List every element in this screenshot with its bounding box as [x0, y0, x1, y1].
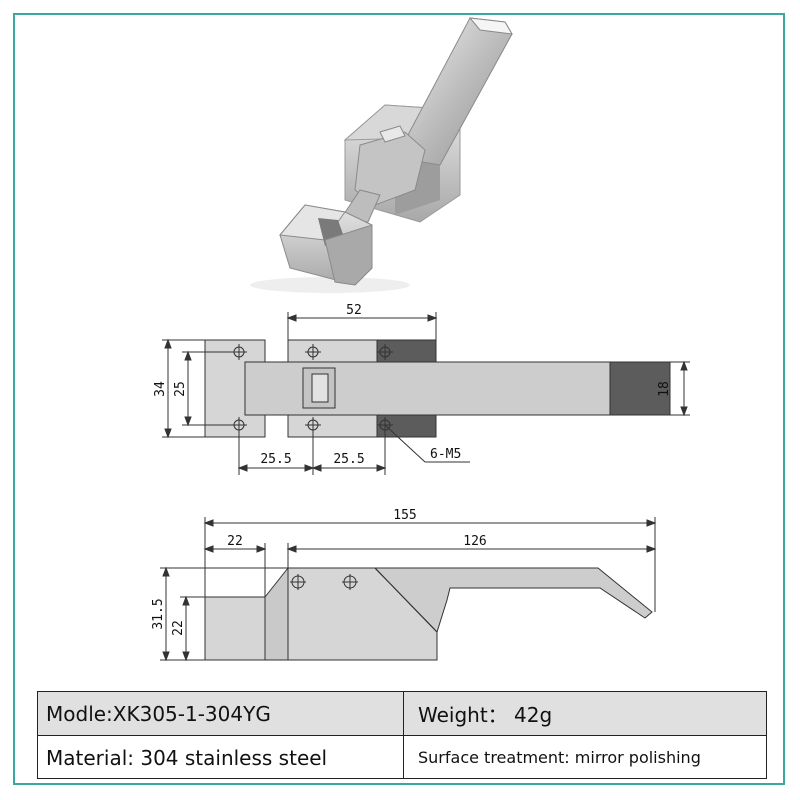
dim-handle-length: 126: [463, 534, 486, 549]
spec-table: Modle:XK305-1-304YG Weight： 42g Material…: [37, 691, 767, 779]
dim-spacing-left: 25.5: [260, 452, 291, 467]
side-view-labels: 155 22 126 31.5 22: [151, 508, 487, 636]
spec-row-1: Modle:XK305-1-304YG Weight： 42g: [38, 692, 766, 736]
side-view-drawing: [160, 517, 657, 662]
product-photo: [250, 17, 513, 293]
spec-weight: Weight： 42g: [418, 703, 553, 727]
dim-top-width: 52: [346, 303, 362, 318]
screw-callout: 6-M5: [430, 447, 461, 462]
top-view-drawing: [162, 312, 690, 475]
spec-model: Modle:XK305-1-304YG: [38, 692, 404, 735]
spec-material: Material: 304 stainless steel: [38, 736, 404, 779]
image-frame: [13, 13, 785, 785]
dim-side-outer: 31.5: [151, 598, 166, 629]
dim-side-inner: 22: [171, 620, 186, 636]
dim-height-outer: 34: [153, 381, 168, 397]
top-view-labels: 52 34 25 18 25.5 25.5 6-M5: [153, 303, 672, 467]
spec-row-2: Material: 304 stainless steel Surface tr…: [38, 736, 766, 779]
dim-total-length: 155: [393, 508, 416, 523]
spec-surface: Surface treatment: mirror polishing: [418, 748, 701, 767]
dim-height-inner: 25: [173, 381, 188, 397]
dim-block-length: 22: [227, 534, 243, 549]
dim-right-height: 18: [657, 381, 672, 397]
drawing-canvas: 52 34 25 18 25.5 25.5 6-M5: [151, 17, 690, 662]
dim-spacing-right: 25.5: [333, 452, 364, 467]
